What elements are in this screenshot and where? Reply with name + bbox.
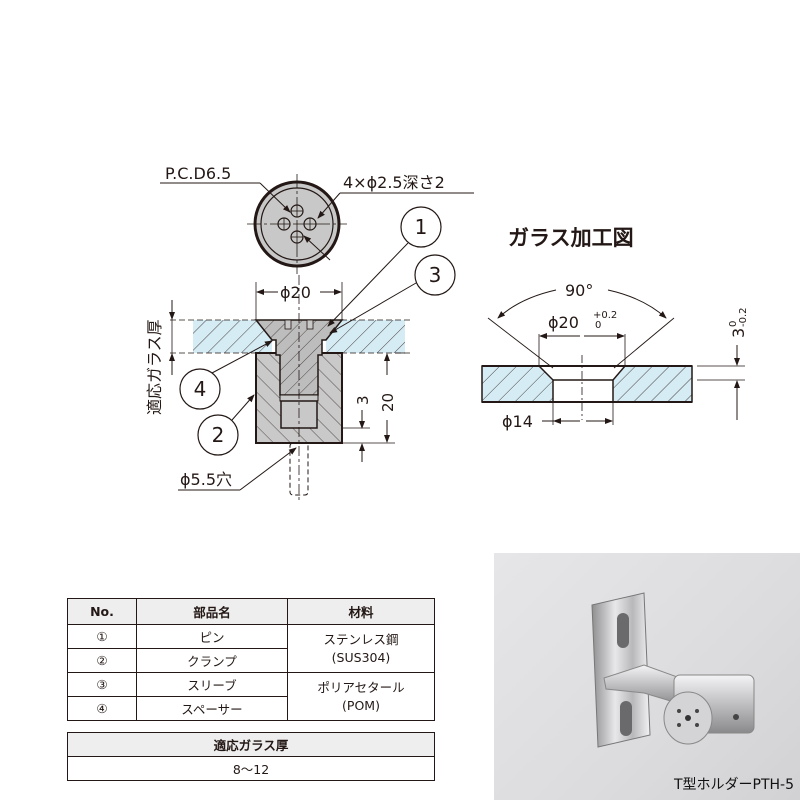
svg-text:1: 1	[415, 215, 428, 239]
angle-label: 90°	[565, 281, 593, 300]
glass-thickness-label: 適応ガラス厚	[145, 319, 164, 415]
table-row: ① ピン ステンレス鋼 (SUS304)	[67, 624, 435, 673]
holes-label: 4×ϕ2.5深さ2	[343, 173, 445, 192]
svg-text:4: 4	[194, 377, 207, 401]
header-no: No.	[67, 598, 137, 625]
material-cell: ポリアセタール (POM)	[287, 672, 435, 721]
svg-text:3: 3	[429, 263, 442, 287]
table-row: ③ スリーブ ポリアセタール (POM)	[67, 672, 435, 721]
product-photo: T型ホルダーPTH-5	[494, 553, 800, 800]
section-diameter-label: ϕ20	[280, 283, 311, 302]
callout-3: 3	[329, 254, 456, 334]
parts-table: No. 部品名 材料 ① ピン ステンレス鋼 (SUS304) ② クランプ ③…	[67, 598, 435, 721]
gp-depth-tol-upper: 0	[728, 321, 739, 327]
gp-depth-label: 3	[729, 328, 748, 338]
svg-text:2: 2	[212, 423, 225, 447]
glass-thickness-value: 8～12	[67, 756, 435, 781]
table-row: ④ スペーサー	[67, 696, 435, 721]
glass-processing-view: ガラス加工図 90° ϕ20 +0.2 0 ϕ14 3	[481, 226, 749, 431]
dim-3-label: 3	[354, 395, 372, 405]
gp-diameter-tol-upper: +0.2	[593, 310, 617, 321]
section-view: ϕ20 適応ガラス厚 3 20	[145, 206, 456, 500]
material-code: (SUS304)	[331, 649, 391, 665]
glass-thickness-table: 適応ガラス厚 8～12	[67, 732, 435, 781]
top-view: P.C.D6.5 4×ϕ2.5深さ2	[160, 164, 474, 274]
callout-1: 1	[327, 206, 442, 327]
dim-20-label: 20	[379, 393, 397, 412]
hole-label: ϕ5.5穴	[180, 470, 232, 489]
parts-table-header: No. 部品名 材料	[67, 598, 435, 625]
row-part-name: ピン	[136, 624, 288, 649]
pcd-label: P.C.D6.5	[165, 164, 231, 183]
glass-processing-title: ガラス加工図	[508, 226, 634, 250]
photo-caption: T型ホルダーPTH-5	[673, 777, 794, 793]
row-part-name: スリーブ	[136, 672, 288, 697]
header-part-name: 部品名	[136, 598, 288, 625]
gp-diameter-tol-lower: 0	[595, 320, 601, 331]
technical-drawing: P.C.D6.5 4×ϕ2.5深さ2 ϕ20	[145, 164, 749, 500]
callout-4: 4	[179, 340, 273, 410]
table-row: ② クランプ	[67, 648, 435, 673]
gp-bottom-diameter-label: ϕ14	[502, 412, 533, 431]
row-no: ④	[67, 696, 137, 721]
header-material: 材料	[287, 598, 435, 625]
row-no: ②	[67, 648, 137, 673]
gp-diameter-label: ϕ20	[548, 313, 579, 332]
callout-2: 2	[197, 394, 255, 456]
holder-illustration	[591, 592, 755, 748]
row-no: ③	[67, 672, 137, 697]
material-code: (POM)	[342, 697, 380, 713]
material-cell: ステンレス鋼 (SUS304)	[287, 624, 435, 673]
gp-depth-tol-lower: -0.2	[738, 307, 749, 327]
material-name: ステンレス鋼	[323, 631, 399, 647]
row-no: ①	[67, 624, 137, 649]
row-part-name: クランプ	[136, 648, 288, 673]
material-name: ポリアセタール	[317, 679, 405, 695]
glass-thickness-header: 適応ガラス厚	[67, 732, 435, 757]
row-part-name: スペーサー	[136, 696, 288, 721]
